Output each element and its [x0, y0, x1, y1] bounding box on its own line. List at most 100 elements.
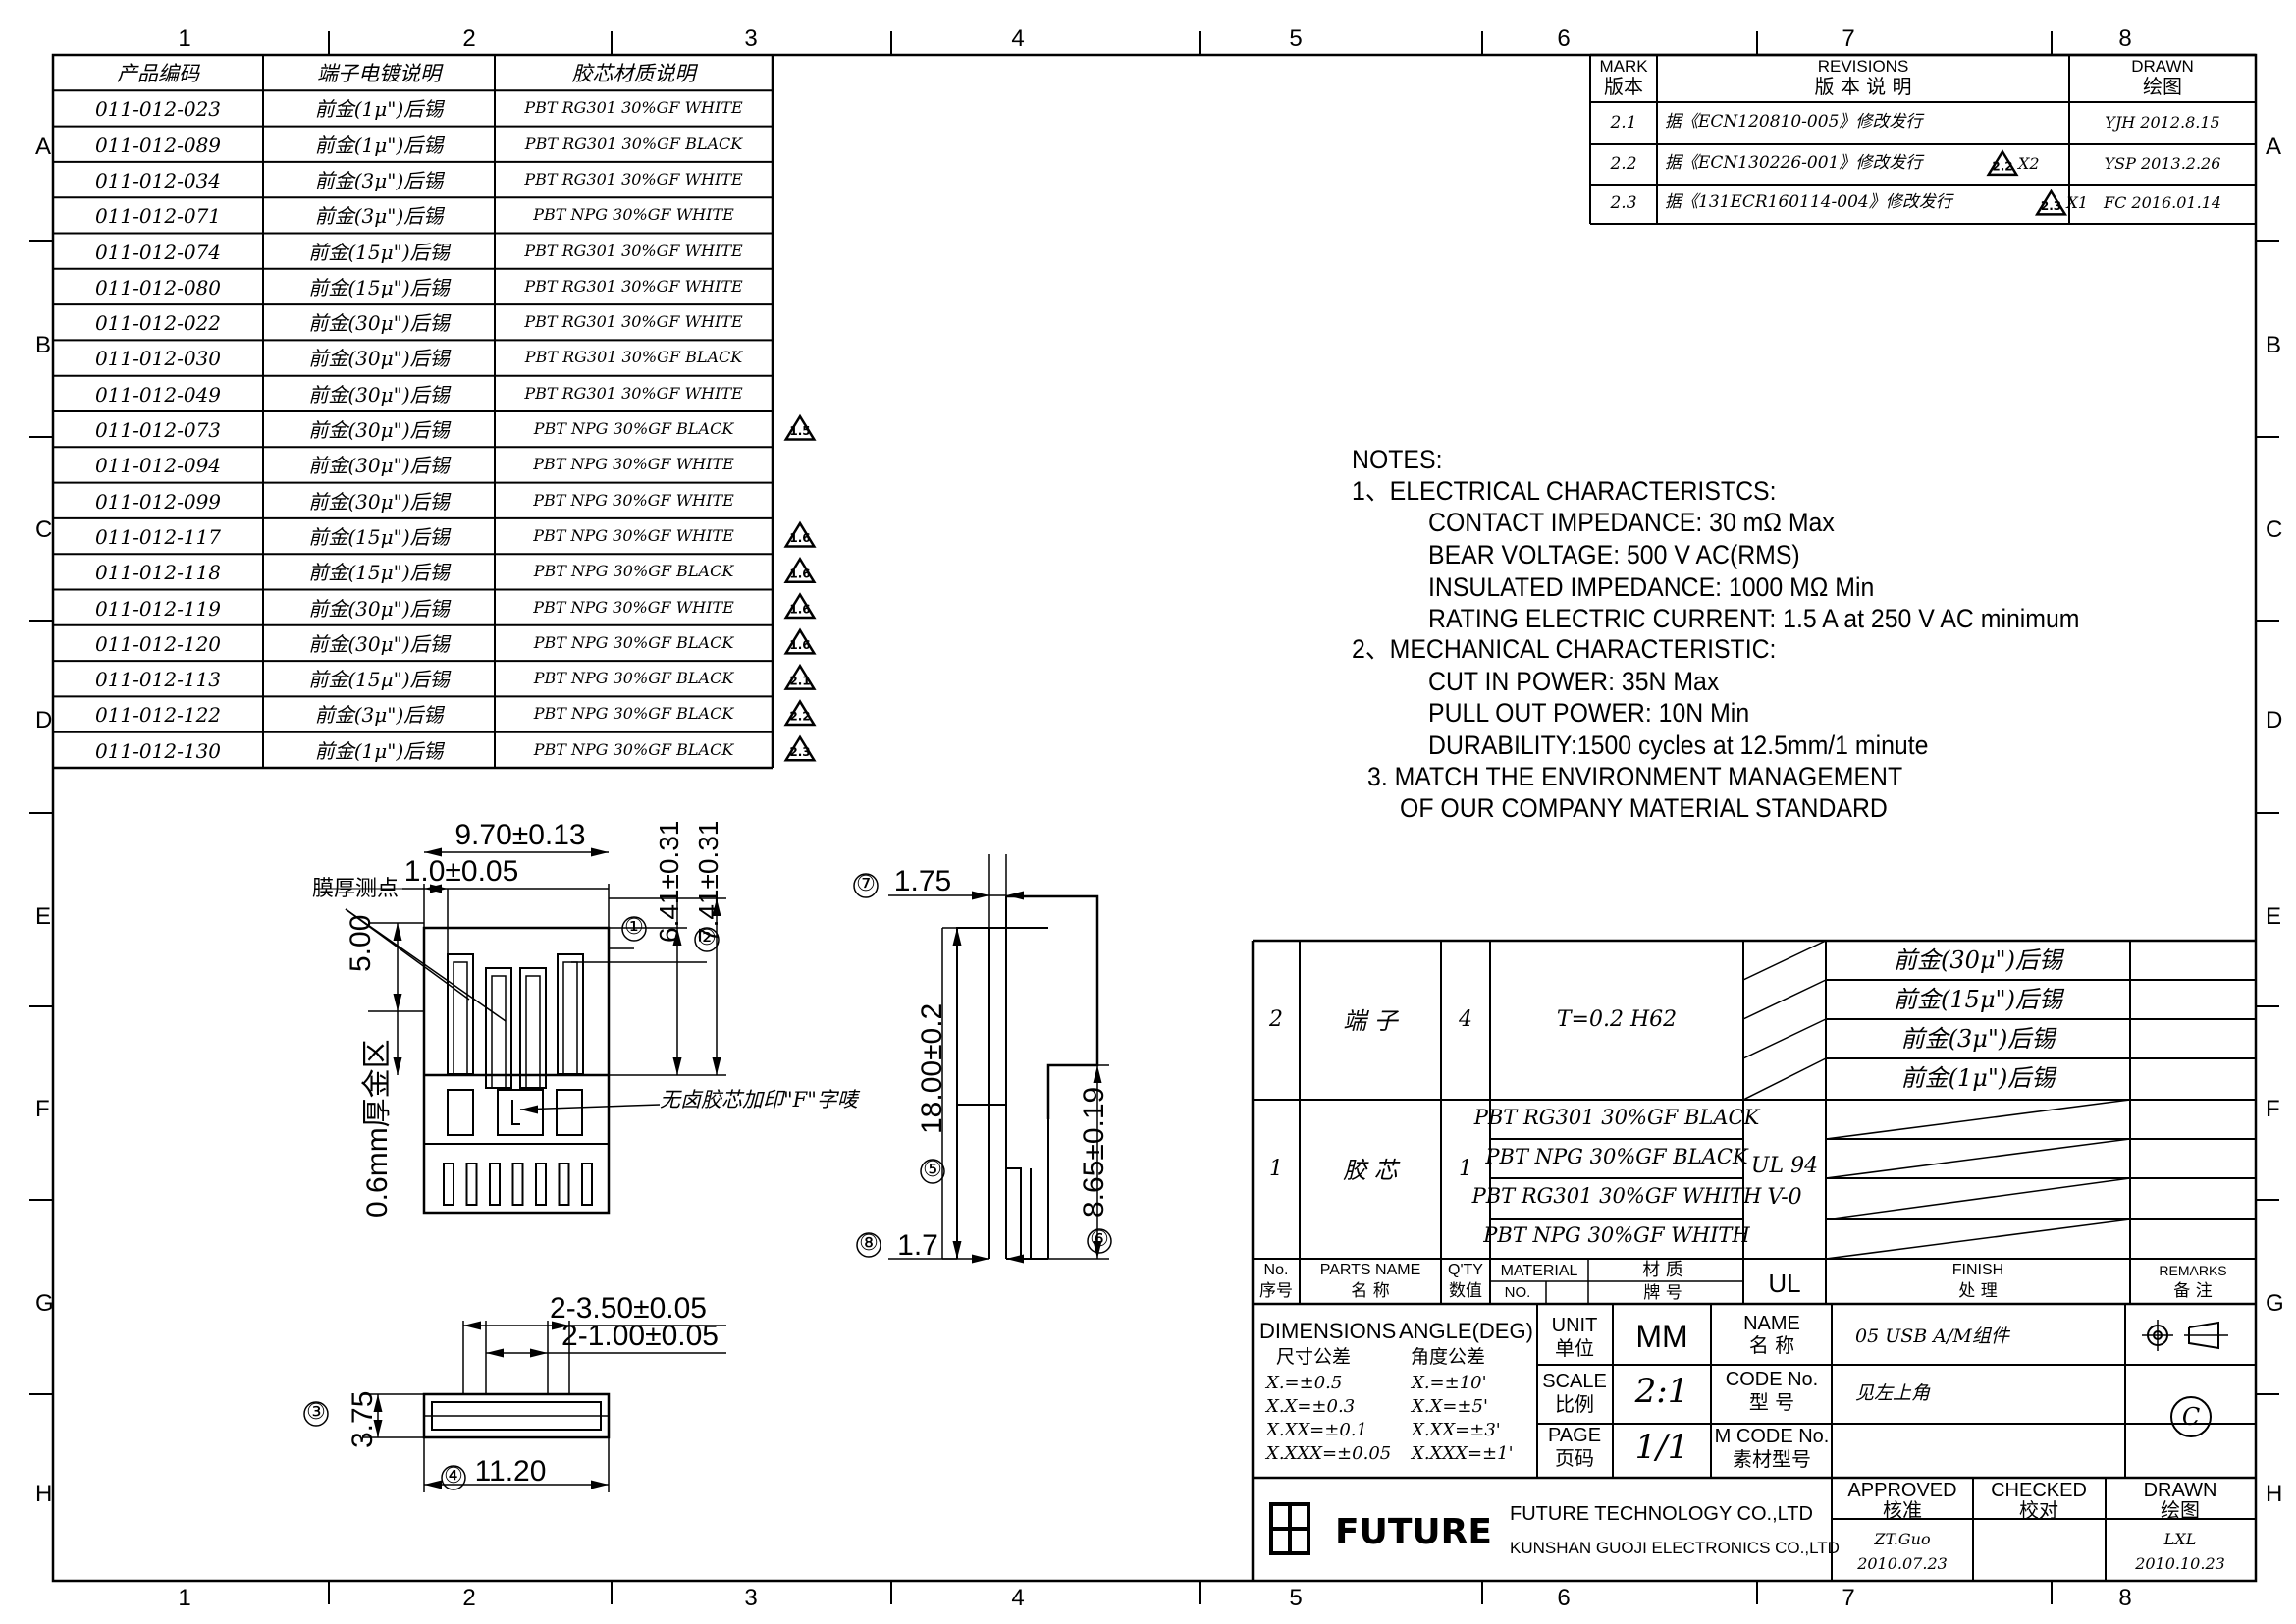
arrow-head: [424, 1480, 442, 1489]
housing-material: PBT NPG 30%GF BLACK: [533, 739, 734, 759]
revision-mark: 2.3: [1610, 193, 1637, 213]
dim-bottom-a-label: 2-3.50±0.05: [550, 1292, 707, 1325]
revision-suffix: X2: [2018, 153, 2040, 173]
arrow-head: [972, 891, 989, 900]
callout-4: ④: [444, 1464, 463, 1489]
zone-row-left: A: [35, 134, 52, 160]
dim-pitch-label: 1.0±0.05: [403, 855, 519, 888]
dim-500-label: 5.00: [345, 914, 377, 972]
housing-material: PBT NPG 30%GF WHITE: [533, 455, 734, 474]
housing-window: [447, 1089, 474, 1136]
part-code: 011-012-120: [94, 631, 222, 656]
zone-row-left: D: [35, 707, 53, 733]
plating-spec: 前金(1μ")后锡: [314, 738, 444, 763]
plug-side-body: [956, 927, 1007, 1106]
plug-slot: [535, 1163, 547, 1206]
arrow-head: [520, 1105, 538, 1114]
notes-line: DURABILITY:1500 cycles at 12.5mm/1 minut…: [1428, 731, 1929, 760]
plating-spec: 前金(3μ")后锡: [314, 204, 444, 229]
plating-spec: 前金(30μ")后锡: [308, 311, 450, 336]
copyright-icon: [2170, 1396, 2212, 1437]
zone-row-right: C: [2266, 516, 2283, 543]
revision-marker-icon: [783, 699, 817, 727]
zone-row-right: A: [2266, 134, 2282, 160]
zone-row-right: E: [2266, 903, 2282, 930]
circle-2-icon: [694, 927, 720, 952]
zone-col-bottom: 3: [744, 1585, 758, 1611]
unit-label-cn: 单位: [1555, 1336, 1594, 1360]
revision-suffix: X1: [2066, 193, 2089, 212]
plating-spec: 前金(15μ")后锡: [308, 240, 450, 264]
revision-triangle-label: 1.6: [789, 603, 810, 617]
revision-marker-icon: [783, 627, 817, 655]
revision-triangle-icon: [1986, 149, 2019, 177]
revision-mark: 2.2: [1610, 153, 1637, 174]
zone-col-top: 7: [1842, 26, 1855, 52]
zone-col-top: 8: [2118, 26, 2132, 52]
dim-side-len2-label: 8.65±0.19: [1078, 1086, 1110, 1218]
plating-spec: 前金(15μ")后锡: [308, 524, 450, 549]
zone-row-right: B: [2266, 332, 2282, 358]
tol-angular: X.XXX=±1': [1412, 1443, 1514, 1464]
mcode-label-cn: 素材型号: [1733, 1447, 1811, 1471]
part-code: 011-012-118: [94, 561, 222, 585]
tol-linear: X.X=±0.3: [1266, 1396, 1356, 1417]
zone-col-top: 5: [1289, 26, 1303, 52]
zone-row-left: E: [35, 903, 52, 930]
part-code: 011-012-117: [94, 524, 222, 549]
revision-marker-icon: [783, 556, 817, 583]
code-label-cn: 型 号: [1748, 1390, 1795, 1414]
zone-row-right: F: [2266, 1096, 2280, 1122]
arrow-head: [393, 923, 402, 941]
part-code: 011-012-030: [94, 347, 222, 371]
bom-finish: 前金(30μ")后锡: [1894, 947, 2062, 974]
part-code: 011-012-023: [94, 97, 222, 122]
part-code: 011-012-119: [94, 596, 222, 621]
dim-bottom-w-label: 11.20: [474, 1455, 547, 1488]
zone-col-top: 6: [1557, 26, 1571, 52]
arrow-head: [530, 1348, 548, 1358]
callout-5: ⑤: [923, 1158, 942, 1182]
revision-marker-icon: [783, 734, 817, 762]
arrow-head: [393, 994, 402, 1011]
arrow-head: [373, 1394, 383, 1412]
revision-mark: 2.1: [1610, 112, 1637, 133]
housing-material: PBT NPG 30%GF BLACK: [533, 669, 734, 688]
tol-angular: X.X=±5': [1412, 1396, 1488, 1417]
plug-slot: [558, 1163, 570, 1206]
dim-h1-label: 6.41±0.31: [654, 820, 684, 943]
drawn-by: LXL: [2163, 1530, 2197, 1548]
notes-line: RATING ELECTRIC CURRENT: 1.5 A at 250 V …: [1428, 604, 2080, 633]
housing-material: PBT NPG 30%GF WHITE: [533, 525, 734, 545]
arrow-head: [672, 1057, 682, 1075]
scale-label-cn: 比例: [1555, 1392, 1594, 1416]
bom-hatch: [1742, 1018, 1827, 1059]
dim-side-top-label: 1.75: [893, 865, 952, 897]
leader: [345, 908, 507, 1022]
revision-header-revisions: REVISIONS: [1817, 57, 1909, 76]
f-mark-glyph: [511, 1100, 520, 1125]
bom-header-qty-cn: 数值: [1449, 1281, 1482, 1301]
tol-dimensions: DIMENSIONS: [1259, 1319, 1397, 1343]
dim-side-bottom-label: 1.7: [897, 1229, 938, 1262]
notes-line: BEAR VOLTAGE: 500 V AC(RMS): [1428, 540, 1800, 569]
bom-header-qty: Q'TY: [1448, 1262, 1483, 1278]
bom-item1-no: 1: [1269, 1157, 1283, 1181]
bom-finish: 前金(1μ")后锡: [1900, 1064, 2056, 1092]
housing-material: PBT RG301 30%GF BLACK: [524, 348, 743, 367]
revision-header-mark: MARK: [1599, 57, 1648, 76]
part-code: 011-012-034: [94, 168, 222, 192]
zone-col-top: 3: [744, 26, 758, 52]
revision-marker-icon: [783, 413, 817, 441]
part-table-header-plating: 端子电镀说明: [317, 62, 441, 85]
bom-material: PBT NPG 30%GF BLACK: [1485, 1145, 1748, 1168]
code-label: CODE No.: [1725, 1369, 1819, 1390]
housing-material: PBT RG301 30%GF WHITE: [524, 241, 743, 260]
bom-item1-name: 胶 芯: [1343, 1157, 1398, 1184]
part-code: 011-012-074: [94, 240, 222, 264]
notes-title: NOTES:: [1352, 445, 1443, 474]
checked-label-cn: 校对: [2019, 1498, 2058, 1522]
revision-triangle-label: 1.6: [789, 531, 810, 545]
bom-header-ul: UL: [1768, 1269, 1801, 1298]
callout-2: ②: [697, 926, 717, 950]
